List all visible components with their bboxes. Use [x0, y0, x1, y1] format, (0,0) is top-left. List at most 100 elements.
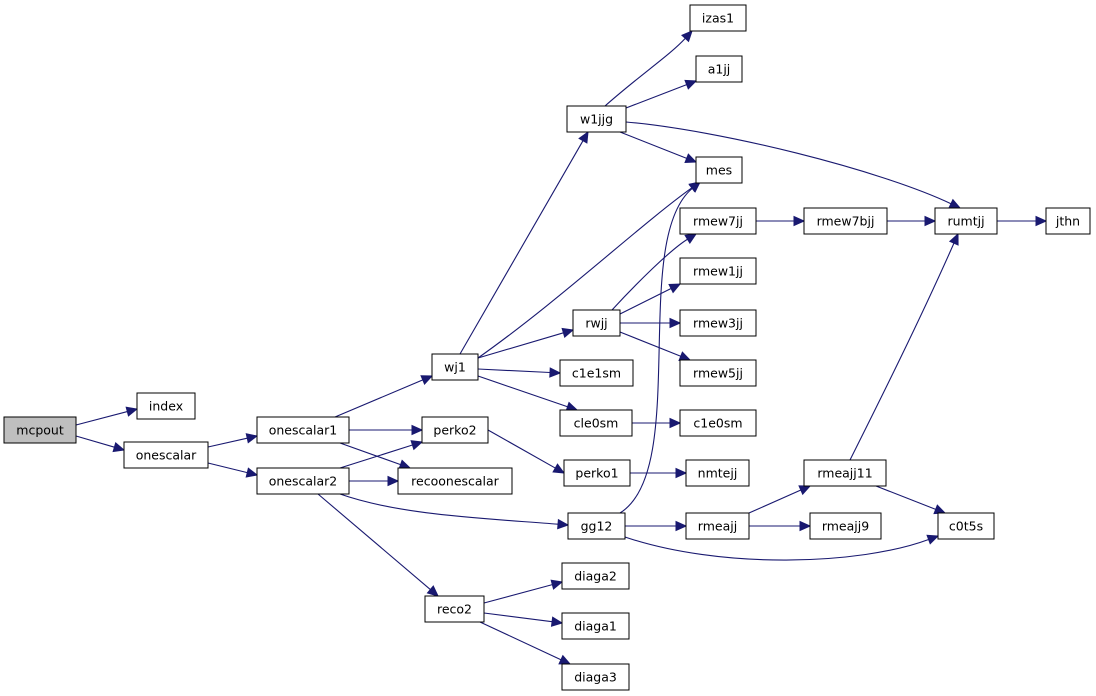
- node-label: diaga1: [574, 619, 617, 634]
- edge-wj1-to-c1e1sm: [477, 367, 562, 378]
- edge-line: [483, 612, 553, 623]
- edge-line: [477, 368, 551, 374]
- edge-rumtjj-to-jthn: [997, 215, 1048, 227]
- node-label: rmew1jj: [693, 264, 743, 279]
- node-box: [397, 467, 513, 495]
- edge-line: [619, 187, 693, 514]
- node-label: cle0sm: [574, 416, 619, 431]
- edge-line: [849, 242, 955, 461]
- node-rwjj[interactable]: rwjj: [572, 309, 621, 337]
- node-mes[interactable]: mes: [695, 156, 743, 184]
- edge-mcpout-to-onescalar: [75, 435, 126, 453]
- node-rumtjj[interactable]: rumtjj: [934, 207, 998, 235]
- node-box: [809, 512, 882, 540]
- edge-arrowhead: [924, 215, 937, 227]
- node-box: [695, 156, 743, 184]
- node-label: rwjj: [585, 316, 607, 331]
- node-box: [1045, 207, 1091, 235]
- node-c1e0sm[interactable]: c1e0sm: [679, 409, 757, 437]
- edge-onescalar2-to-perko2: [339, 440, 424, 469]
- edge-rmeajj-to-rmeajj11: [748, 485, 812, 514]
- node-rmew1jj[interactable]: rmew1jj: [679, 257, 757, 285]
- node-rmeajj9[interactable]: rmeajj9: [809, 512, 882, 540]
- edge-w1jjg-to-izas1: [604, 30, 693, 107]
- edge-reco2-to-diaga3: [479, 621, 572, 665]
- node-box: [679, 207, 757, 235]
- edge-arrowhead: [948, 198, 962, 209]
- node-rmew7jj[interactable]: rmew7jj: [679, 207, 757, 235]
- edge-line: [487, 429, 556, 469]
- node-label: mcpout: [16, 423, 64, 438]
- node-box: [679, 257, 757, 285]
- edge-arrowhead: [948, 232, 959, 246]
- node-perko1[interactable]: perko1: [563, 459, 631, 487]
- node-label: rmew3jj: [693, 316, 743, 331]
- edge-line: [207, 437, 248, 448]
- edge-w1jjg-to-mes: [619, 131, 698, 164]
- edge-line: [459, 140, 584, 355]
- edge-line: [207, 462, 248, 474]
- node-box: [123, 441, 209, 469]
- node-wj1[interactable]: wj1: [431, 353, 479, 381]
- node-onescalar2[interactable]: onescalar2: [256, 467, 350, 495]
- node-box: [803, 459, 887, 487]
- edge-line: [477, 375, 568, 408]
- node-diaga3[interactable]: diaga3: [561, 663, 630, 691]
- node-onescalar1[interactable]: onescalar1: [256, 416, 350, 444]
- node-box: [685, 459, 750, 487]
- node-box: [937, 512, 995, 540]
- node-box: [563, 459, 631, 487]
- edge-arrowhead: [678, 351, 692, 361]
- node-gg12[interactable]: gg12: [567, 512, 626, 540]
- node-rmeajj11[interactable]: rmeajj11: [803, 459, 887, 487]
- edge-w1jjg-to-a1jj: [625, 79, 698, 109]
- node-nmtejj[interactable]: nmtejj: [685, 459, 750, 487]
- edge-line: [611, 238, 688, 311]
- node-perko2[interactable]: perko2: [421, 416, 489, 444]
- node-box: [679, 309, 757, 337]
- node-label: w1jjg: [580, 112, 613, 127]
- node-reco2[interactable]: reco2: [424, 595, 485, 623]
- node-box: [803, 207, 888, 235]
- node-box: [256, 467, 350, 495]
- node-rmeajj[interactable]: rmeajj: [685, 512, 750, 540]
- node-rmew3jj[interactable]: rmew3jj: [679, 309, 757, 337]
- node-recoonescalar[interactable]: recoonescalar: [397, 467, 513, 495]
- node-box: [689, 4, 747, 32]
- node-cle0sm[interactable]: cle0sm: [559, 409, 633, 437]
- node-label: rmew7bjj: [817, 214, 875, 229]
- edge-perko2-to-perko1: [487, 429, 566, 474]
- node-diaga1[interactable]: diaga1: [561, 612, 630, 640]
- edge-arrowhead: [926, 534, 940, 545]
- edge-arrowhead: [669, 317, 682, 329]
- edge-arrowhead: [550, 579, 564, 590]
- edge-line: [339, 493, 559, 525]
- node-izas1[interactable]: izas1: [689, 4, 747, 32]
- node-c0t5s[interactable]: c0t5s: [937, 512, 995, 540]
- edge-arrowhead: [798, 485, 812, 496]
- node-c1e1sm[interactable]: c1e1sm: [559, 359, 634, 387]
- edge-arrowhead: [675, 520, 688, 532]
- node-rmew7bjj[interactable]: rmew7bjj: [803, 207, 888, 235]
- node-mcpout[interactable]: mcpout: [3, 416, 77, 444]
- node-label: gg12: [581, 519, 613, 534]
- node-rmew5jj[interactable]: rmew5jj: [679, 359, 757, 387]
- node-onescalar[interactable]: onescalar: [123, 441, 209, 469]
- node-box: [561, 612, 630, 640]
- edge-line: [317, 493, 431, 590]
- node-w1jjg[interactable]: w1jjg: [566, 105, 627, 133]
- node-label: c1e1sm: [572, 366, 621, 381]
- edge-rmew7jj-to-rmew7bjj: [756, 215, 806, 227]
- edge-line: [479, 621, 562, 661]
- node-a1jj[interactable]: a1jj: [695, 55, 743, 83]
- edge-onescalar2-to-recoonescalar: [349, 475, 400, 487]
- node-jthn[interactable]: jthn: [1045, 207, 1091, 235]
- edge-onescalar1-to-perko2: [349, 424, 424, 436]
- edge-onescalar-to-onescalar2: [207, 462, 259, 478]
- node-box: [695, 55, 743, 83]
- edge-arrowhead: [552, 463, 566, 474]
- node-box: [685, 512, 750, 540]
- node-diaga2[interactable]: diaga2: [561, 562, 630, 590]
- node-label: onescalar1: [269, 423, 338, 438]
- node-index[interactable]: index: [136, 392, 196, 420]
